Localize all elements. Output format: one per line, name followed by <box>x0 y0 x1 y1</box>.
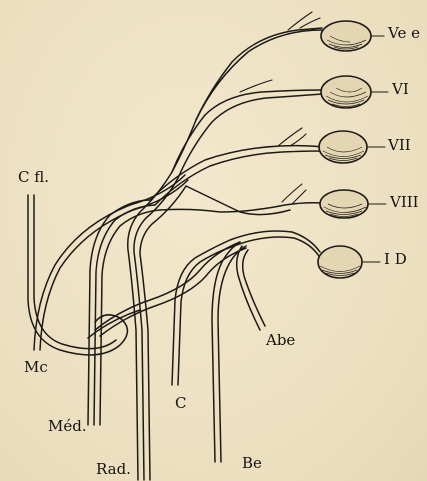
label-mc: Mc <box>24 360 48 375</box>
nerve-c <box>172 240 234 385</box>
nerve-cross <box>88 242 246 338</box>
organ-vi <box>321 76 371 108</box>
label-cfl: C fl. <box>18 170 49 185</box>
label-be: Be <box>242 456 262 471</box>
label-c: C <box>175 396 186 411</box>
organ-ve <box>321 21 371 51</box>
branch-id <box>230 231 320 258</box>
branch-vi <box>172 80 322 178</box>
branch-ve <box>196 12 322 120</box>
label-vi: VI <box>392 82 409 97</box>
label-rad: Rad. <box>96 462 131 477</box>
organ-id <box>318 246 362 278</box>
organ-viii <box>320 190 368 218</box>
organ-vii <box>319 131 367 163</box>
nerve-mc <box>34 175 188 350</box>
branch-vii <box>150 128 322 205</box>
label-med: Méd. <box>48 419 87 434</box>
label-id: I D <box>384 252 407 267</box>
label-abe: Abe <box>266 333 295 348</box>
nerve-be <box>212 242 246 462</box>
nerve-abe <box>237 246 265 330</box>
label-viii: VIII <box>390 195 419 210</box>
label-ve: Ve e <box>388 26 420 41</box>
nerve-cfl <box>28 195 128 355</box>
label-vii: VII <box>388 138 411 153</box>
